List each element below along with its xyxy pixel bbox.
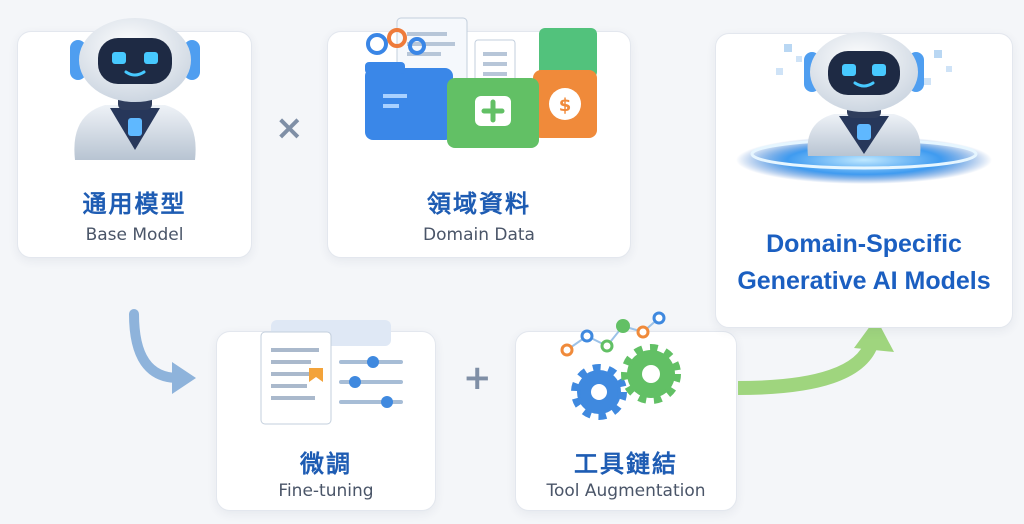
gears-icon	[560, 311, 681, 420]
tool-augmentation-en-label: Tool Augmentation	[546, 481, 706, 501]
multiply-operator: ×	[275, 108, 304, 148]
robot-hologram-icon	[736, 32, 992, 184]
fine-tuning-card: 微調 Fine-tuning	[216, 320, 436, 511]
base-model-card: 通用模型 Base Model	[17, 18, 252, 258]
folders-icon: $	[365, 17, 597, 148]
svg-text:$: $	[559, 95, 572, 116]
target-title-line2: Generative AI Models	[737, 267, 991, 295]
curved-arrow-icon	[738, 318, 894, 395]
base-model-en-label: Base Model	[85, 225, 184, 245]
domain-data-zh-label: 領域資料	[427, 190, 531, 218]
robot-icon	[70, 18, 200, 160]
curved-arrow-icon	[129, 309, 196, 394]
target-model-card: Domain-Specific Generative AI Models	[715, 32, 1013, 328]
fine-tuning-en-label: Fine-tuning	[278, 481, 374, 501]
base-model-zh-label: 通用模型	[82, 190, 187, 218]
plus-operator: +	[463, 358, 492, 398]
fine-tuning-zh-label: 微調	[300, 450, 352, 478]
target-model-title: Domain-Specific Generative AI Models	[716, 226, 1012, 300]
document-sliders-icon	[260, 320, 403, 425]
target-title-line1: Domain-Specific	[766, 230, 962, 258]
tool-augmentation-card: 工具鏈結 Tool Augmentation	[515, 311, 737, 511]
tool-augmentation-zh-label: 工具鏈結	[574, 450, 678, 478]
domain-data-en-label: Domain Data	[423, 225, 535, 245]
domain-data-card: $ 領域資料 Domain Data	[327, 17, 631, 258]
